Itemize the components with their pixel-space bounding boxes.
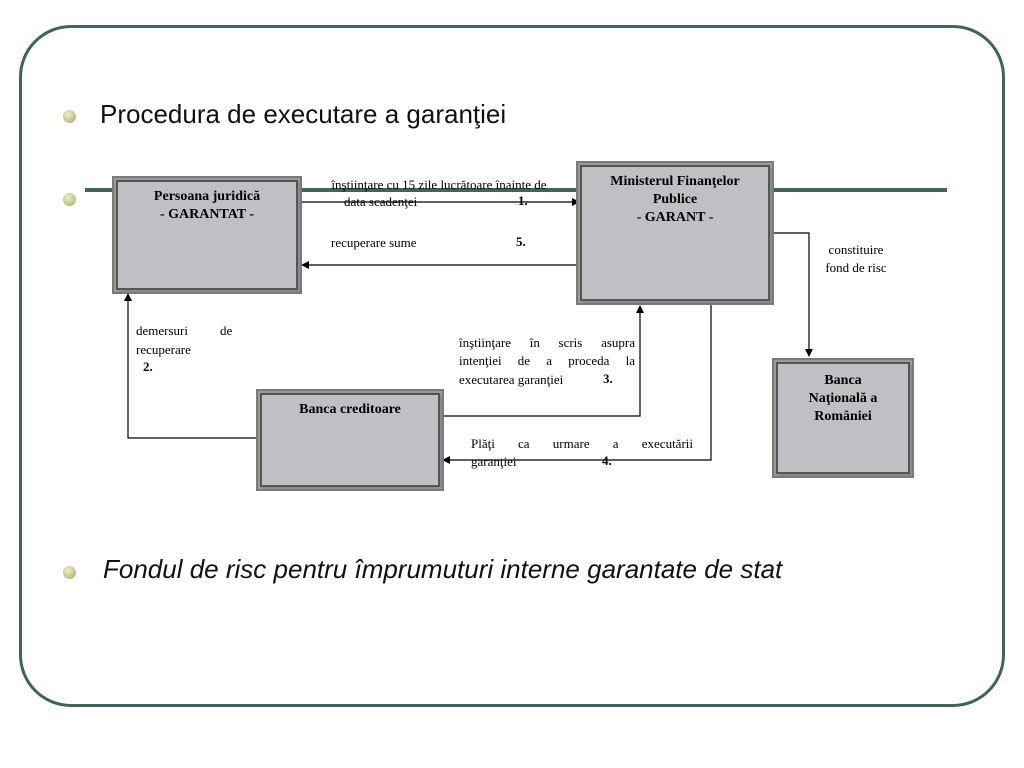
box-garant-line-2: Publice (652, 192, 698, 207)
arrow-2 (124, 293, 260, 439)
arrow-fond-risc (772, 232, 813, 357)
box-garant-line-1: Ministerul Finanţelor (610, 174, 740, 189)
label-fond-line-1: constituire (828, 242, 884, 257)
label-3-line-3: executarea garanţiei (459, 372, 564, 387)
slide-frame (19, 25, 1005, 707)
label-1-line-2: data scadenţei (344, 194, 418, 209)
label-5-number: 5. (516, 234, 526, 249)
label-3-line-1: înştiinţare în scris asupra (459, 335, 635, 350)
label-2-number: 2. (143, 359, 153, 374)
box-banca-creditoare-line-1: Banca creditoare (299, 402, 401, 417)
label-2-line-1b: de (220, 323, 233, 338)
box-garantat-line-1: Persoana juridică (153, 189, 261, 204)
label-1-line-1: înştiinţare cu 15 zile lucrătoare înaint… (331, 177, 547, 192)
bullet-text-3: Fondul de risc pentru împrumuturi intern… (103, 554, 783, 584)
arrow-3 (441, 305, 644, 417)
label-2-line-2: recuperare (136, 342, 191, 357)
box-garantat-line-2: - GARANTAT - (159, 207, 255, 222)
label-5-text: recuperare sume (331, 235, 417, 250)
arrow-4 (442, 304, 712, 464)
header-rule (85, 188, 947, 192)
box-garant-line-3: - GARANT - (636, 210, 714, 225)
bullet-dot-2 (63, 193, 76, 206)
label-1-number: 1. (518, 193, 528, 208)
label-3-line-2: intenţiei de a proceda la (459, 353, 635, 368)
label-2-line-1a: demersuri (136, 323, 188, 338)
box-bnr-line-3: României (814, 409, 872, 424)
box-persoana-juridica: Persoana juridică - GARANTAT - (112, 176, 302, 294)
box-bnr-line-2: Naţională a (808, 391, 878, 406)
box-banca-creditoare: Banca creditoare (256, 389, 444, 491)
label-3-number: 3. (603, 371, 613, 386)
bullet-dot-3 (63, 566, 76, 579)
box-banca-nationala: Banca Naţională a României (772, 358, 914, 478)
box-bnr-line-1: Banca (824, 373, 862, 388)
label-4-line-2: garanţiei (471, 454, 517, 469)
box-ministerul-finantelor: Ministerul Finanţelor Publice - GARANT - (576, 161, 774, 305)
label-fond-line-2: fond de risc (825, 260, 887, 275)
bullet-dot-1 (63, 110, 76, 123)
label-4-line-1: Plăţi ca urmare a executării (471, 436, 693, 451)
bullet-text-1: Procedura de executare a garanţiei (100, 99, 507, 129)
label-4-number: 4. (602, 453, 612, 468)
